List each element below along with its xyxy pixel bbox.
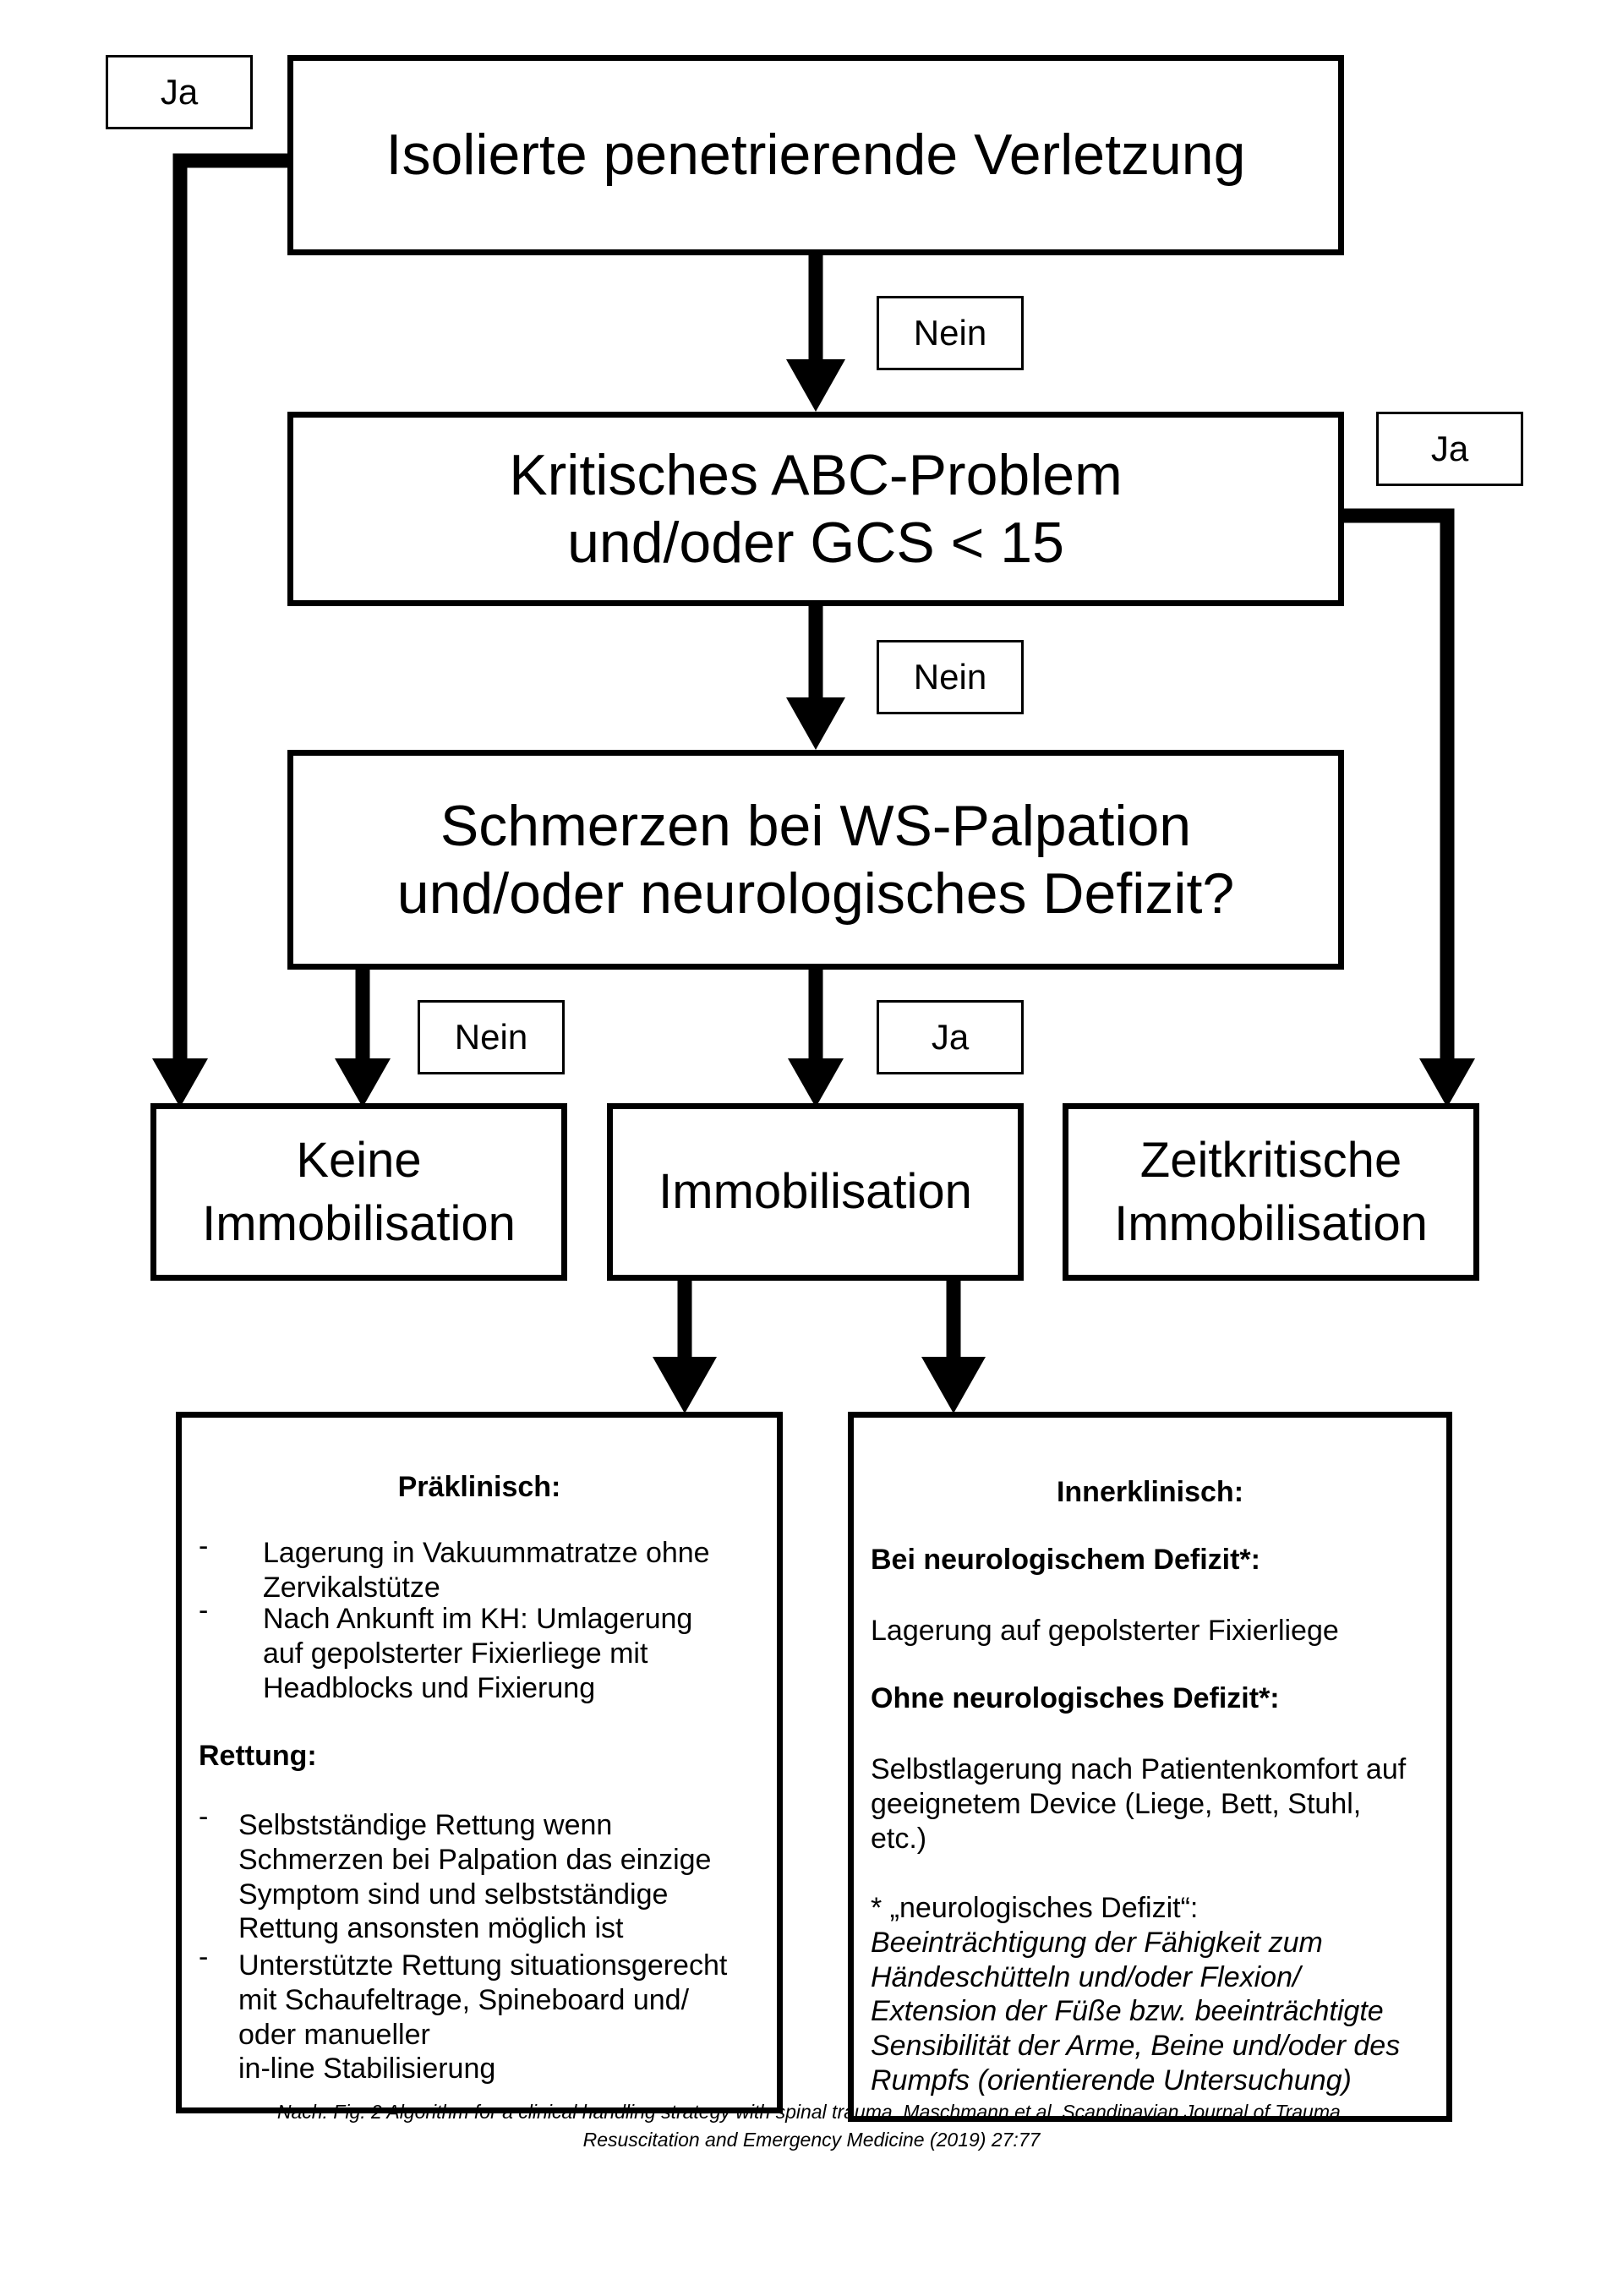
praeklinisch-item-1: Lagerung in Vakuummatratze ohne Zervikal… [263, 1537, 710, 1604]
node-immobilisation: Immobilisation [607, 1103, 1024, 1281]
label-q2-nein: Nein [877, 640, 1024, 714]
connector-q1-ja [172, 153, 292, 1065]
arrowhead-keine-right [335, 1058, 391, 1107]
praeklinisch-heading: Präklinisch: [397, 1471, 561, 1503]
source-caption: Nach: Fig. 2 Algorithm for a clinical ha… [276, 2101, 1347, 2151]
rettung-item-1: Selbstständige Rettung wenn Schmerzen be… [238, 1809, 712, 1945]
arrowhead-praeklinisch [653, 1357, 717, 1413]
arrowhead-immo [788, 1058, 844, 1107]
bullet-dash: - [199, 1801, 209, 1833]
arrowhead-keine-left [152, 1058, 208, 1107]
label-q3-ja: Ja [877, 1000, 1024, 1074]
node-isolierte-penetrierende-verletzung: Isolierte penetrierende Verletzung [287, 55, 1344, 255]
bullet-dash: - [199, 1594, 209, 1626]
arrowhead-innerklinisch [921, 1357, 986, 1413]
label-q3-nein: Nein [418, 1000, 565, 1074]
panel-praeklinisch: Präklinisch: - Lagerung in Vakuummatratz… [176, 1412, 783, 2113]
connector-q2-ja [1340, 508, 1455, 1065]
node-kritisches-abc-problem: Kritisches ABC-Problem und/oder GCS < 15 [287, 412, 1344, 606]
node-keine-immobilisation: Keine Immobilisation [150, 1103, 567, 1281]
label-q2-ja: Ja [1376, 412, 1523, 486]
label-q1-nein: Nein [877, 296, 1024, 370]
ohne-defizit-text: Selbstlagerung nach Patientenkomfort auf… [871, 1753, 1407, 1855]
node-zeitkritische-immobilisation: Zeitkritische Immobilisation [1063, 1103, 1479, 1281]
praeklinisch-item-2: Nach Ankunft im KH: Umlagerung auf gepol… [263, 1603, 693, 1704]
rettung-item-2: Unterstützte Rettung situationsgerecht m… [238, 1949, 728, 2086]
node-schmerzen-ws-palpation: Schmerzen bei WS-Palpation und/oder neur… [287, 750, 1344, 970]
bullet-dash: - [199, 1941, 209, 1973]
innerklinisch-heading: Innerklinisch: [1056, 1476, 1244, 1508]
arrowhead-zeit [1419, 1058, 1475, 1107]
arrowhead-q2 [786, 359, 845, 412]
panel-innerklinisch: Innerklinisch: Bei neurologischem Defizi… [848, 1412, 1452, 2122]
footnote-neurologisches-defizit: * „neurologisches Defizit“: Beeinträchti… [871, 1892, 1401, 2096]
label-q1-ja: Ja [106, 55, 253, 129]
ohne-defizit-heading: Ohne neurologisches Defizit*: [871, 1682, 1280, 1714]
bullet-dash: - [199, 1530, 209, 1562]
arrowhead-q3 [786, 697, 845, 750]
rettung-heading: Rettung: [199, 1740, 317, 1772]
neuro-defizit-heading: Bei neurologischem Defizit*: [871, 1544, 1260, 1576]
neuro-defizit-text: Lagerung auf gepolsterter Fixierliege [871, 1615, 1339, 1647]
